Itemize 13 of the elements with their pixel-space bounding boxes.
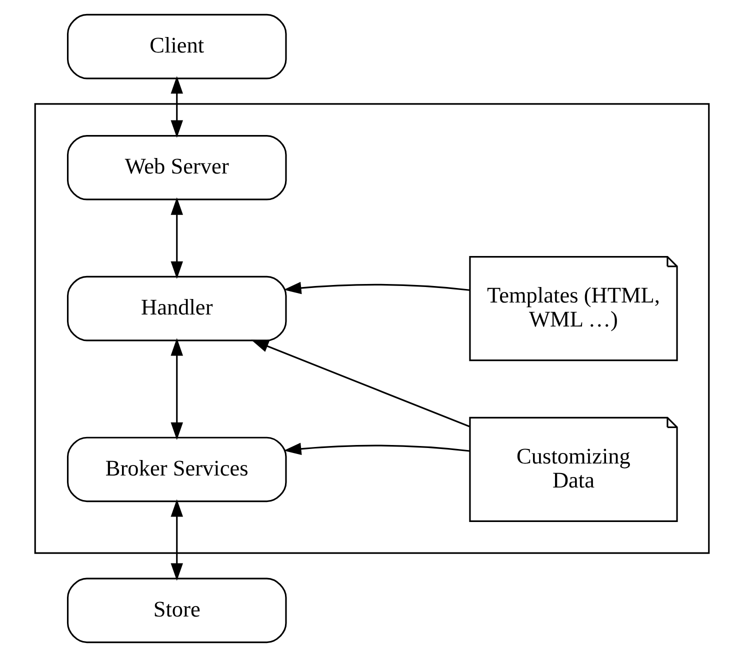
arrow bbox=[170, 338, 184, 440]
node-box: Broker Services bbox=[66, 436, 287, 502]
node-box: Handler bbox=[66, 276, 287, 342]
cluster bbox=[34, 103, 710, 554]
node-box: Store bbox=[66, 578, 287, 644]
arrow bbox=[284, 442, 470, 455]
arrow bbox=[284, 282, 470, 294]
node-box: Web Server bbox=[66, 134, 287, 200]
node-box: Client bbox=[66, 14, 287, 80]
arrow bbox=[251, 340, 470, 428]
arrow bbox=[170, 499, 184, 581]
arrow bbox=[170, 197, 184, 279]
arrow bbox=[170, 76, 184, 138]
